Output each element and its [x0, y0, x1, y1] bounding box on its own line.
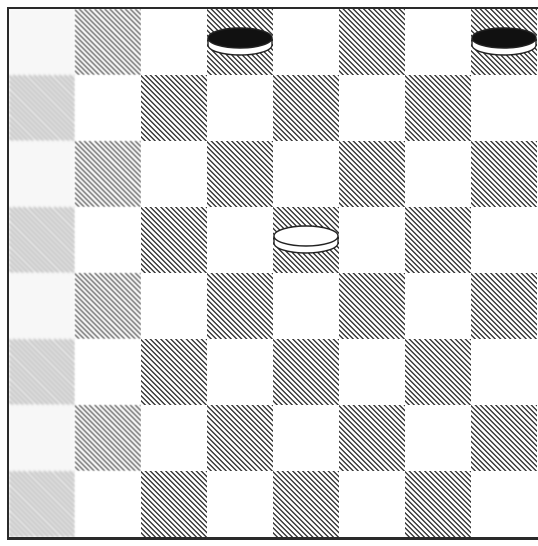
board-square-2-0[interactable] [9, 141, 75, 207]
board-square-0-1[interactable] [75, 9, 141, 75]
board-square-7-7[interactable] [471, 471, 537, 537]
board-square-2-1[interactable] [75, 141, 141, 207]
board-square-4-3[interactable] [207, 273, 273, 339]
board-square-7-0[interactable] [9, 471, 75, 537]
board-square-1-3[interactable] [207, 75, 273, 141]
board-square-5-6[interactable] [405, 339, 471, 405]
board-square-4-7[interactable] [471, 273, 537, 339]
board-square-4-2[interactable] [141, 273, 207, 339]
board-square-6-3[interactable] [207, 405, 273, 471]
board-square-3-3[interactable] [207, 207, 273, 273]
board-square-0-5[interactable] [339, 9, 405, 75]
board-square-2-3[interactable] [207, 141, 273, 207]
board-square-5-2[interactable] [141, 339, 207, 405]
board-square-6-2[interactable] [141, 405, 207, 471]
board-square-4-5[interactable] [339, 273, 405, 339]
board-square-2-4[interactable] [273, 141, 339, 207]
board-square-4-1[interactable] [75, 273, 141, 339]
board-square-3-6[interactable] [405, 207, 471, 273]
board-square-7-6[interactable] [405, 471, 471, 537]
board-square-5-5[interactable] [339, 339, 405, 405]
board-square-7-5[interactable] [339, 471, 405, 537]
board-square-0-0[interactable] [9, 9, 75, 75]
board-square-6-4[interactable] [273, 405, 339, 471]
board-square-1-5[interactable] [339, 75, 405, 141]
checkerboard[interactable] [9, 9, 538, 539]
board-square-0-4[interactable] [273, 9, 339, 75]
black-checker-piece[interactable] [205, 25, 275, 59]
checkerboard-frame [7, 7, 538, 540]
board-square-5-1[interactable] [75, 339, 141, 405]
board-square-0-2[interactable] [141, 9, 207, 75]
board-square-6-5[interactable] [339, 405, 405, 471]
board-square-1-0[interactable] [9, 75, 75, 141]
board-square-2-6[interactable] [405, 141, 471, 207]
board-square-6-7[interactable] [471, 405, 537, 471]
board-square-3-0[interactable] [9, 207, 75, 273]
board-square-3-1[interactable] [75, 207, 141, 273]
board-square-4-4[interactable] [273, 273, 339, 339]
board-square-1-1[interactable] [75, 75, 141, 141]
board-square-6-0[interactable] [9, 405, 75, 471]
board-square-5-3[interactable] [207, 339, 273, 405]
board-square-2-2[interactable] [141, 141, 207, 207]
board-square-3-2[interactable] [141, 207, 207, 273]
board-square-0-6[interactable] [405, 9, 471, 75]
board-square-3-5[interactable] [339, 207, 405, 273]
board-square-6-6[interactable] [405, 405, 471, 471]
board-square-7-1[interactable] [75, 471, 141, 537]
board-square-5-0[interactable] [9, 339, 75, 405]
white-checker-piece[interactable] [271, 223, 341, 257]
board-square-7-4[interactable] [273, 471, 339, 537]
board-square-2-5[interactable] [339, 141, 405, 207]
board-square-2-7[interactable] [471, 141, 537, 207]
black-checker-piece[interactable] [469, 25, 538, 59]
board-square-1-2[interactable] [141, 75, 207, 141]
board-square-3-7[interactable] [471, 207, 537, 273]
board-square-6-1[interactable] [75, 405, 141, 471]
board-square-5-4[interactable] [273, 339, 339, 405]
board-square-7-3[interactable] [207, 471, 273, 537]
board-square-7-2[interactable] [141, 471, 207, 537]
board-square-4-6[interactable] [405, 273, 471, 339]
board-square-5-7[interactable] [471, 339, 537, 405]
board-square-1-4[interactable] [273, 75, 339, 141]
board-square-1-7[interactable] [471, 75, 537, 141]
board-square-1-6[interactable] [405, 75, 471, 141]
board-square-4-0[interactable] [9, 273, 75, 339]
